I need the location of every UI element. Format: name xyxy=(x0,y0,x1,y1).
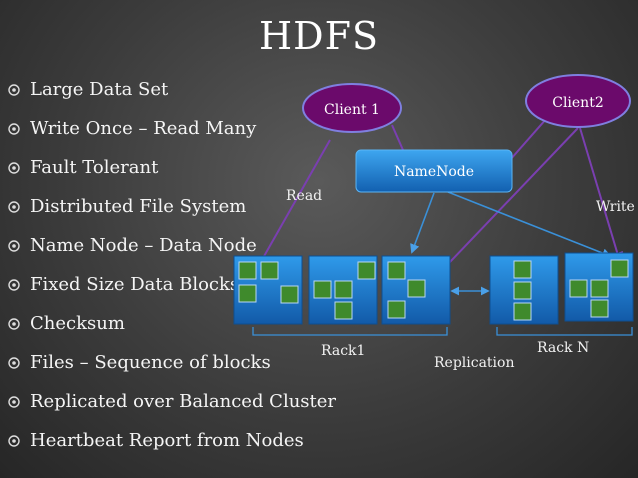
list-item: Fixed Size Data Blocks xyxy=(8,265,336,304)
data-block xyxy=(513,302,532,321)
list-item: Replicated over Balanced Cluster xyxy=(8,382,336,421)
client2-write-arrow-rackn xyxy=(579,127,624,265)
client1-node: Client 1 xyxy=(302,83,402,133)
namenode-to-rack1-arrow xyxy=(410,192,435,254)
datanode-box xyxy=(381,255,451,325)
client1-namenode-arrow xyxy=(391,124,404,151)
data-block xyxy=(407,279,426,298)
data-block xyxy=(260,261,279,280)
slide-title: HDFS xyxy=(258,14,379,58)
list-item: Checksum xyxy=(8,304,336,343)
data-block xyxy=(513,281,532,300)
data-block xyxy=(590,299,609,318)
feature-list: Large Data Set Write Once – Read Many Fa… xyxy=(8,70,336,460)
datanode-box xyxy=(233,255,303,325)
list-item-text: Distributed File System xyxy=(30,196,247,217)
read-label: Read xyxy=(286,188,322,204)
rack1-label: Rack1 xyxy=(321,343,365,359)
gear-bullet-icon xyxy=(8,122,20,135)
client2-namenode-arrow xyxy=(509,117,548,161)
replication-label: Replication xyxy=(434,355,514,371)
rackn-label: Rack N xyxy=(537,340,589,356)
list-item-text: Replicated over Balanced Cluster xyxy=(30,391,337,412)
gear-bullet-icon xyxy=(8,434,20,447)
client1-label: Client 1 xyxy=(324,102,380,118)
data-block xyxy=(357,261,376,280)
gear-bullet-icon xyxy=(8,239,20,252)
list-item: Fault Tolerant xyxy=(8,148,336,187)
namenode-label: NameNode xyxy=(394,164,474,180)
write-label: Write xyxy=(596,199,635,215)
list-item: Large Data Set xyxy=(8,70,336,109)
gear-bullet-icon xyxy=(8,317,20,330)
list-item-text: Large Data Set xyxy=(30,79,169,100)
gear-bullet-icon xyxy=(8,278,20,291)
data-block xyxy=(569,279,588,298)
list-item: Heartbeat Report from Nodes xyxy=(8,421,336,460)
list-item-text: Write Once – Read Many xyxy=(30,118,257,139)
data-block xyxy=(387,261,406,280)
list-item-text: Heartbeat Report from Nodes xyxy=(30,430,304,451)
client2-label: Client2 xyxy=(552,95,604,111)
gear-bullet-icon xyxy=(8,200,20,213)
data-block xyxy=(334,301,353,320)
data-block xyxy=(334,280,353,299)
list-item-text: Fixed Size Data Blocks xyxy=(30,274,240,295)
list-item-text: Name Node – Data Node xyxy=(30,235,257,256)
data-block xyxy=(610,259,629,278)
list-item-text: Checksum xyxy=(30,313,125,334)
client2-node: Client2 xyxy=(525,74,631,128)
list-item-text: Files – Sequence of blocks xyxy=(30,352,271,373)
data-block xyxy=(387,300,406,319)
gear-bullet-icon xyxy=(8,83,20,96)
gear-bullet-icon xyxy=(8,356,20,369)
datanode-box xyxy=(308,255,378,325)
rackn-datanodes xyxy=(489,252,634,325)
list-item: Distributed File System xyxy=(8,187,336,226)
gear-bullet-icon xyxy=(8,395,20,408)
data-block xyxy=(313,280,332,299)
datanode-box xyxy=(564,252,634,322)
list-item-text: Fault Tolerant xyxy=(30,157,159,178)
client2-write-arrow-rack1 xyxy=(426,127,579,287)
datanode-box xyxy=(489,255,559,325)
rack1-datanodes xyxy=(233,255,451,325)
namenode-to-rackn-arrow xyxy=(447,191,612,258)
gear-bullet-icon xyxy=(8,161,20,174)
list-item: Name Node – Data Node xyxy=(8,226,336,265)
namenode-box: NameNode xyxy=(355,149,513,193)
data-block xyxy=(238,261,257,280)
data-block xyxy=(590,279,609,298)
data-block xyxy=(280,285,299,304)
rackn-bracket xyxy=(496,327,633,336)
list-item: Files – Sequence of blocks xyxy=(8,343,336,382)
rack1-bracket xyxy=(252,327,448,336)
data-block xyxy=(238,284,257,303)
list-item: Write Once – Read Many xyxy=(8,109,336,148)
data-block xyxy=(513,260,532,279)
